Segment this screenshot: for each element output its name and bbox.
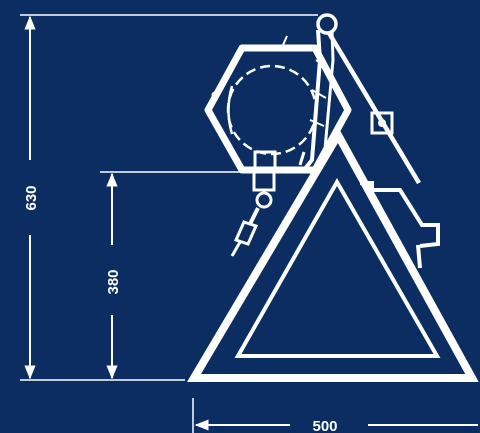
- triangle-stand: [186, 126, 479, 382]
- dimension-base-width: [192, 398, 478, 433]
- dimension-overall-height: [20, 14, 318, 381]
- tool-nozzle: [230, 150, 306, 257]
- dimension-label-380: 380: [105, 269, 122, 294]
- arm-assembly: [302, 13, 421, 185]
- dimension-label-630: 630: [23, 185, 40, 210]
- dimension-arm-height: [100, 171, 245, 380]
- side-bracket: [360, 181, 440, 269]
- dimension-label-500: 500: [312, 418, 337, 433]
- hexagonal-housing: [204, 35, 352, 174]
